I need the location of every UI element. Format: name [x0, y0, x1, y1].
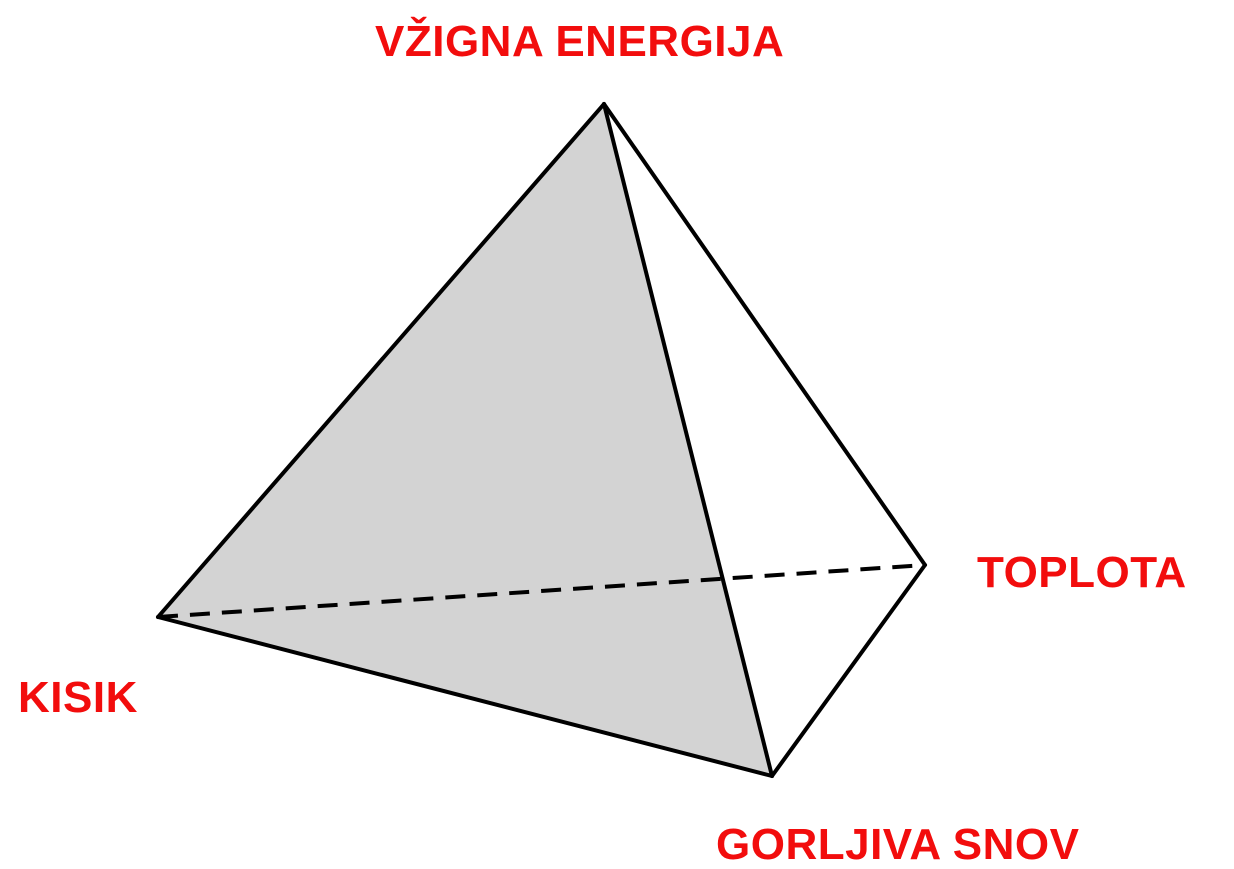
label-oxygen: KISIK: [18, 673, 138, 722]
label-ignition-energy: VŽIGNA ENERGIJA: [375, 17, 785, 66]
edge-bottom-right: [770, 563, 927, 778]
label-fuel: GORLJIVA SNOV: [716, 820, 1080, 869]
edge-left-bottom: [156, 615, 774, 778]
edge-top-left: [156, 102, 606, 619]
shaded-front-face: [158, 104, 772, 776]
label-heat: TOPLOTA: [977, 548, 1187, 597]
hidden-edge-left-right: [157, 563, 926, 619]
edge-top-right: [602, 102, 927, 567]
edge-top-bottom: [602, 102, 774, 778]
